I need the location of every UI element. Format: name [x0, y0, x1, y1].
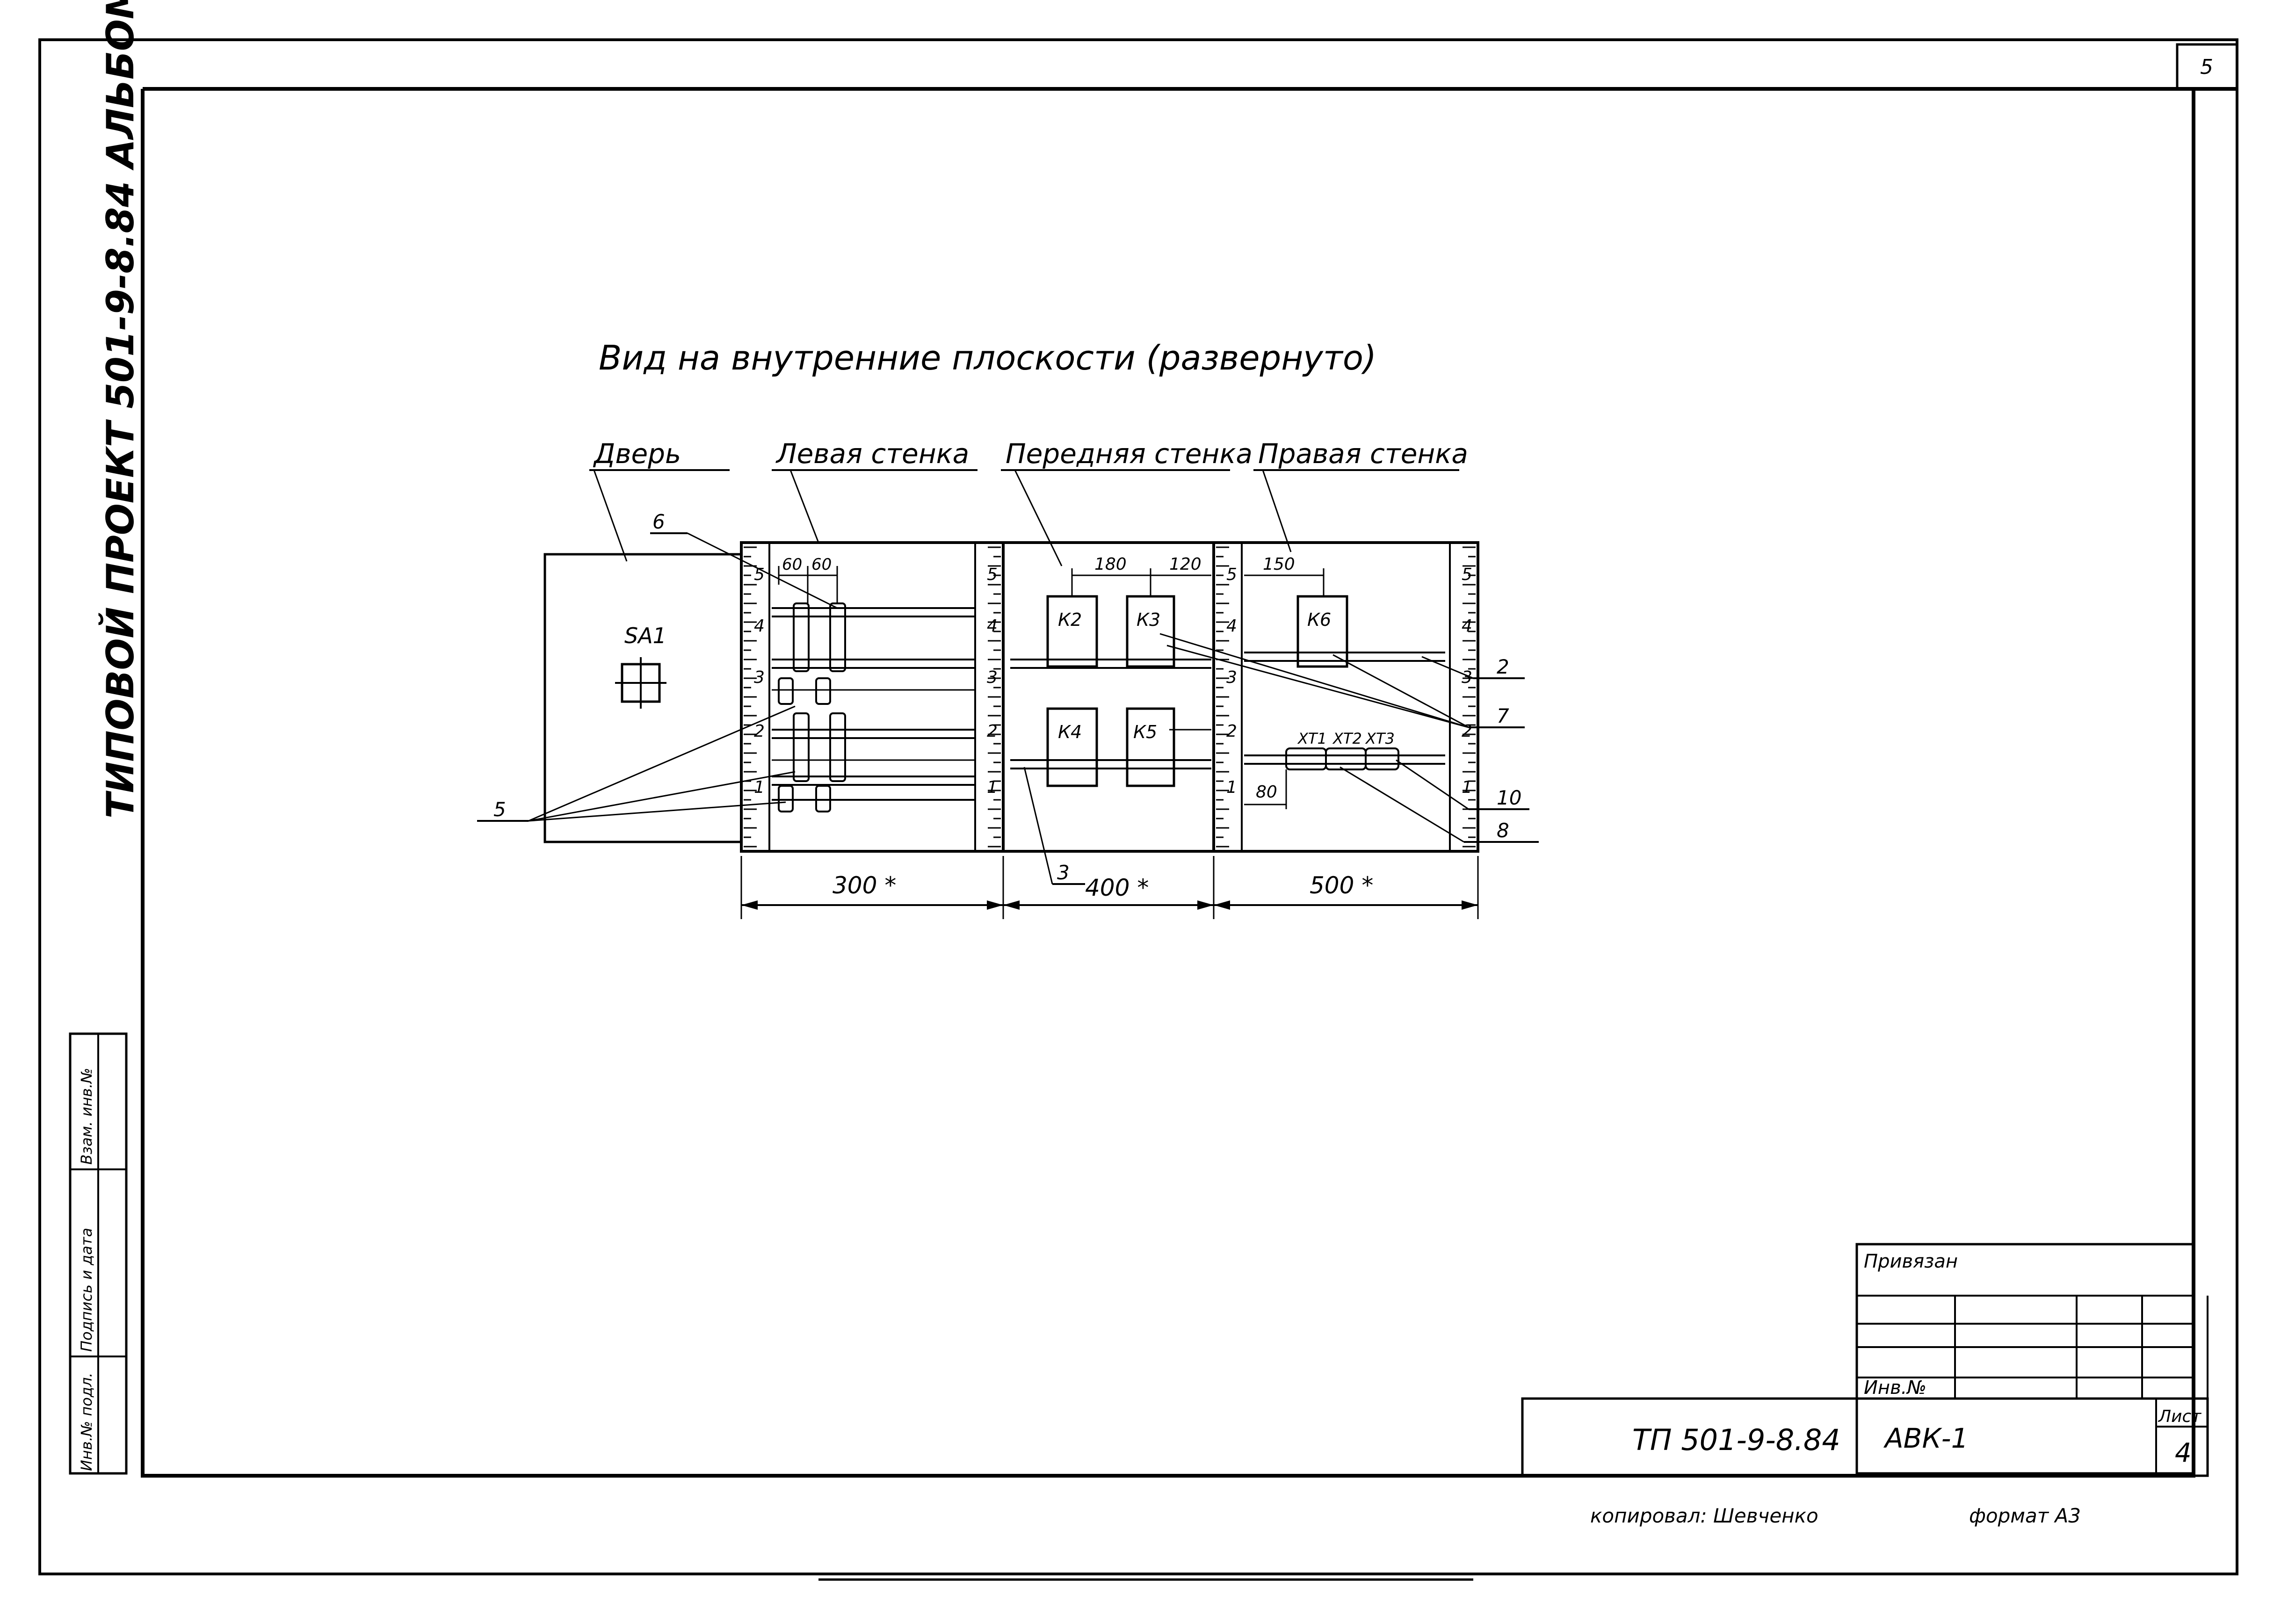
- ruler-mark-3: 3: [1226, 668, 1237, 687]
- width-300: 300 *: [833, 872, 896, 899]
- stamp-privyazan: Привязан: [1864, 1251, 1958, 1272]
- callout-8: 8: [1497, 819, 1509, 842]
- stamp-designation: ТП 501-9-8.84: [1632, 1423, 1840, 1457]
- relay-k6-label: К6: [1307, 609, 1331, 630]
- dim-60-b: 60: [811, 555, 832, 574]
- left-column-repl: Взам. инв.№: [78, 1068, 95, 1165]
- stamp-code: АВК-1: [1883, 1422, 1968, 1454]
- label-left-wall: Левая стенка: [775, 438, 969, 470]
- relay-k6: [1296, 595, 1348, 668]
- callout-10: 10: [1497, 786, 1521, 809]
- relay-k2-label: К2: [1058, 609, 1082, 630]
- callouts: 6 5 3 2 7 10 8: [477, 510, 1539, 885]
- label-front-wall: Передняя стенка: [1006, 438, 1253, 470]
- callout-6: 6: [652, 510, 665, 533]
- ruler-mark-4: 4: [754, 616, 765, 636]
- ruler-mark-1: 1: [1462, 778, 1472, 797]
- ruler-mark-3: 3: [987, 668, 998, 687]
- door-panel: SA1: [543, 553, 743, 843]
- ruler-mark-5: 5: [1462, 565, 1472, 584]
- relay-k4-label: К4: [1058, 722, 1082, 742]
- ruler-mark-1: 1: [754, 778, 765, 797]
- front-wall-devices: К2 К3 К4 К5 180 120: [1010, 555, 1211, 787]
- relay-k3-label: К3: [1137, 609, 1160, 630]
- callout-7: 7: [1497, 704, 1509, 727]
- left-column-inv: Инв.№ подл.: [78, 1372, 95, 1471]
- title-block: Привязан Инв.№ ТП 501-9-8.84 АВК-1 Лист …: [1521, 1243, 2209, 1477]
- stamp-inv-no: Инв.№: [1864, 1377, 1926, 1399]
- footer-copied: копировал: Шевченко: [1590, 1504, 1818, 1527]
- ruler-mark-5: 5: [1226, 565, 1237, 584]
- switch-sa1-label: SA1: [624, 623, 666, 648]
- dim-60-a: 60: [782, 555, 802, 574]
- ruler-mark-4: 4: [1226, 616, 1237, 636]
- ruler-mark-1: 1: [1226, 778, 1237, 797]
- terminal-xt1-label: XT1: [1297, 730, 1327, 747]
- stamp-list-label: Лист: [2158, 1407, 2201, 1426]
- cabinet-walls: [740, 541, 1479, 853]
- ruler-mark-5: 5: [987, 565, 998, 584]
- relay-k3: [1126, 595, 1175, 668]
- sheet-frame: [38, 38, 2238, 1581]
- width-500: 500 *: [1310, 872, 1373, 899]
- terminal-xt3-label: XT3: [1365, 730, 1395, 747]
- dim-180: 180: [1094, 555, 1127, 574]
- terminal-xt2-label: XT2: [1332, 730, 1362, 747]
- right-wall-devices: К6 XT1 XT2 XT3 150 80: [1244, 555, 1445, 809]
- ruler-mark-4: 4: [1462, 616, 1472, 636]
- ruler-mark-4: 4: [987, 616, 998, 636]
- label-door: Дверь: [593, 438, 681, 470]
- stamp-list-number: 4: [2175, 1438, 2192, 1468]
- overall-dimensions: 300 * 400 * 500 *: [740, 856, 1479, 919]
- width-400: 400 *: [1085, 874, 1149, 901]
- callout-3: 3: [1057, 861, 1070, 884]
- relay-k5-label: К5: [1133, 722, 1157, 742]
- label-right-wall: Правая стенка: [1258, 438, 1468, 470]
- dim-150: 150: [1263, 555, 1295, 574]
- dim-120: 120: [1169, 555, 1202, 574]
- ruler-mark-2: 2: [1226, 722, 1237, 741]
- left-column-sign: Подпись и дата: [78, 1228, 95, 1352]
- callout-5: 5: [493, 798, 506, 821]
- section-labels: Дверь Левая стенка Передняя стенка Права…: [589, 438, 1468, 566]
- ruler-mark-3: 3: [754, 668, 765, 687]
- dim-80: 80: [1256, 783, 1277, 802]
- left-columns-table: Инв.№ подл. Подпись и дата Взам. инв.№: [69, 1032, 128, 1475]
- ruler-mark-1: 1: [987, 778, 998, 797]
- relay-k5: [1126, 707, 1175, 787]
- relay-k2: [1046, 595, 1098, 668]
- left-wall-rails: 60 60: [772, 555, 975, 812]
- side-stamp: ТИПОВОЙ ПРОЕКТ 501-9-8.84 АЛЬБОМ III: [98, 0, 142, 819]
- ruler-mark-2: 2: [987, 722, 998, 741]
- ruler-mark-3: 3: [1462, 668, 1472, 687]
- relay-k4: [1046, 707, 1098, 787]
- view-title: Вид на внутренние плоскости (развернуто): [599, 338, 1376, 377]
- ruler-mark-2: 2: [754, 722, 765, 741]
- page-number: 5: [2200, 55, 2213, 79]
- callout-2: 2: [1497, 655, 1509, 678]
- footer-format: формат А3: [1969, 1504, 2081, 1527]
